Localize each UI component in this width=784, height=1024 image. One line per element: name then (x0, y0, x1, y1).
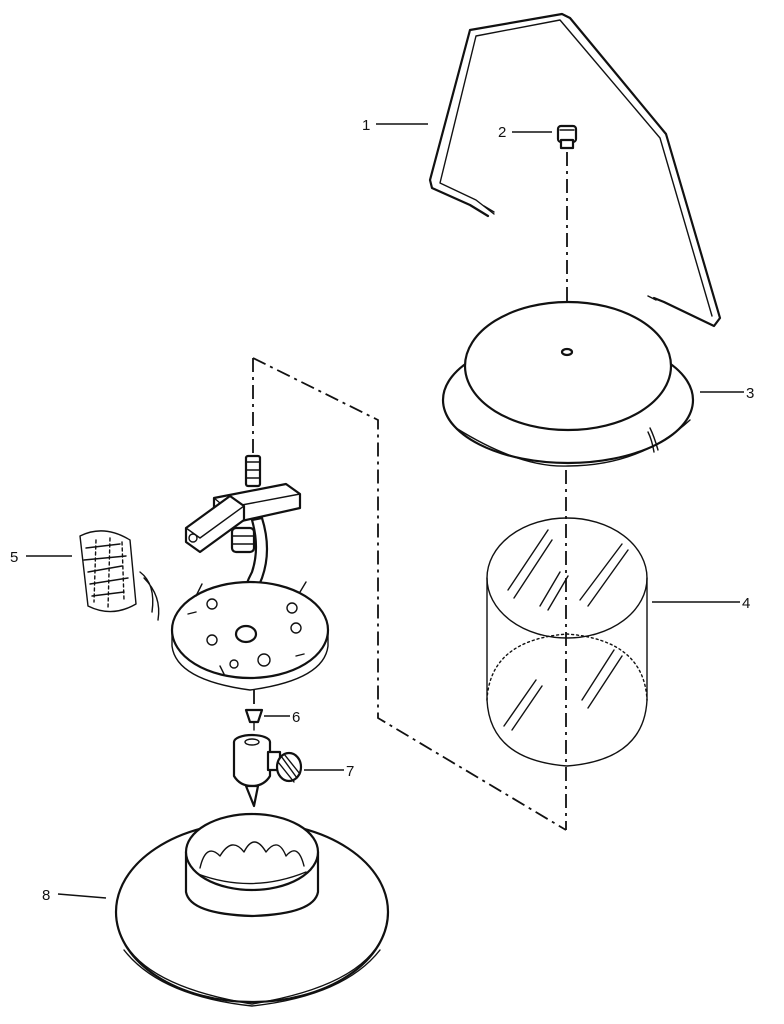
callout-8: 8 (42, 887, 50, 904)
callout-6: 6 (292, 709, 300, 726)
mantle-icon (79, 530, 160, 621)
leader-8 (57, 893, 107, 899)
generator-assembly-icon (170, 454, 330, 691)
valve-assembly-icon (232, 733, 303, 808)
base-fount-icon (114, 812, 390, 1007)
callout-3: 3 (746, 385, 754, 402)
glass-globe-icon (486, 517, 648, 767)
bail-handle-icon (428, 12, 722, 328)
ventilator-cap-icon (441, 300, 695, 467)
callout-5: 5 (10, 549, 18, 566)
generator-tip-icon (244, 708, 264, 731)
callout-7: 7 (346, 763, 354, 780)
callout-2: 2 (498, 124, 506, 141)
callout-1: 1 (362, 117, 370, 134)
top-nut-icon (556, 124, 578, 150)
callout-labels: 1 2 3 4 5 6 7 8 (10, 117, 754, 904)
leader-lines (26, 123, 744, 899)
callout-4: 4 (742, 595, 750, 612)
assembly-dash-line (252, 357, 567, 831)
